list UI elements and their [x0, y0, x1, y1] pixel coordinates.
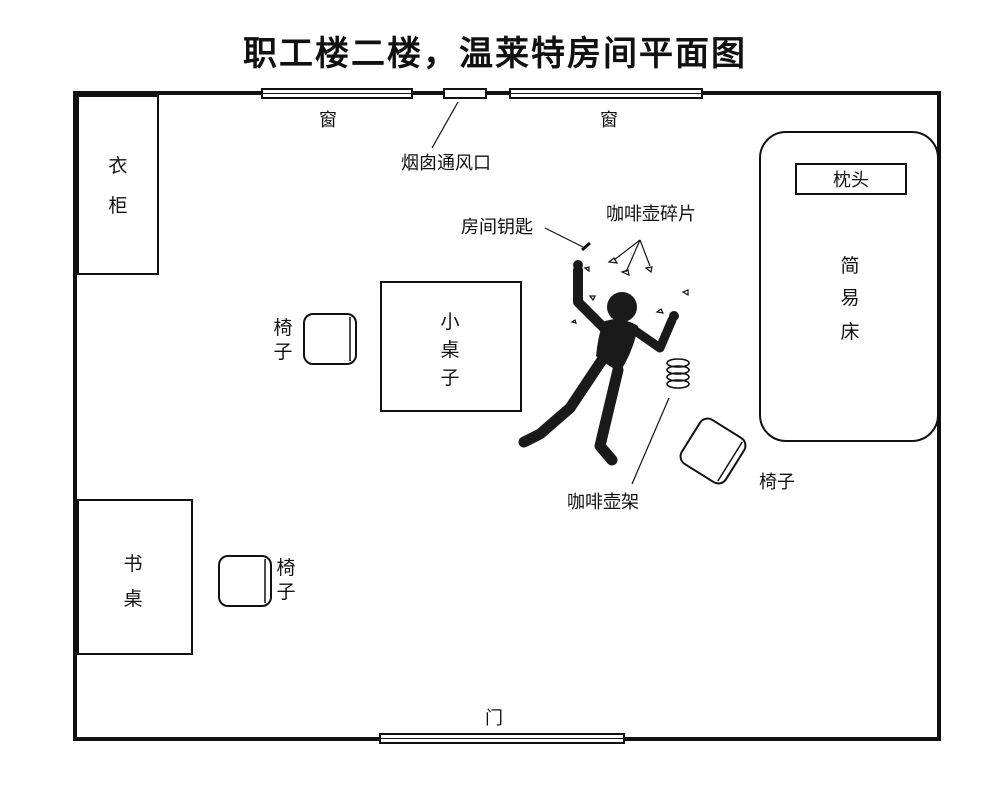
chair-left: [303, 313, 357, 365]
bed-label-3: 床: [840, 321, 859, 343]
wardrobe-label-1: 衣: [108, 155, 127, 177]
chair-right-label: 椅子: [759, 472, 795, 493]
window-right-label: 窗: [600, 110, 618, 131]
desk: [77, 499, 193, 655]
window-right: [509, 88, 703, 99]
chair-desk: [218, 555, 272, 607]
small-table-label-2: 桌: [440, 339, 459, 361]
chair-left-label-1: 椅: [273, 317, 292, 339]
small-table-label-1: 小: [440, 311, 459, 333]
wardrobe-label-2: 柜: [108, 195, 127, 217]
pillow: [795, 163, 907, 195]
window-left: [261, 88, 413, 99]
wardrobe: [77, 95, 159, 275]
room-key: [581, 241, 591, 252]
chair-left-label-2: 子: [273, 341, 292, 363]
chair-desk-label-1: 椅: [276, 557, 295, 579]
key-leader-line: [544, 227, 584, 248]
chimney-vent-label: 烟囱通风口: [401, 153, 491, 174]
coffee-pot-shards: [570, 257, 689, 324]
door-label: 门: [485, 708, 503, 729]
small-table: [380, 281, 522, 412]
chimney-vent: [443, 88, 487, 99]
coffee-pot-stand-label: 咖啡壶架: [567, 492, 639, 513]
coffee-pot-stand: [666, 358, 690, 389]
shards-leader-lines: [613, 239, 651, 273]
stand-leader-line: [631, 397, 670, 485]
chair-desk-label-2: 子: [276, 581, 295, 603]
bed-label-2: 易: [840, 287, 859, 309]
coffee-pot-shards-label: 咖啡壶碎片: [606, 204, 696, 225]
plan-title: 职工楼二楼，温莱特房间平面图: [243, 34, 747, 74]
desk-label-2: 桌: [123, 588, 142, 610]
small-table-label-3: 子: [440, 367, 459, 389]
window-left-label: 窗: [319, 110, 337, 131]
pillow-label: 枕头: [833, 170, 869, 191]
desk-label-1: 书: [123, 553, 142, 575]
door: [379, 733, 625, 744]
room-walls: [73, 91, 941, 741]
victim-silhouette: [518, 260, 679, 466]
bed-label-1: 简: [840, 255, 859, 277]
bed: [759, 131, 939, 442]
room-key-label: 房间钥匙: [461, 217, 533, 238]
vent-leader-line: [431, 101, 459, 149]
chair-right: [679, 417, 747, 485]
